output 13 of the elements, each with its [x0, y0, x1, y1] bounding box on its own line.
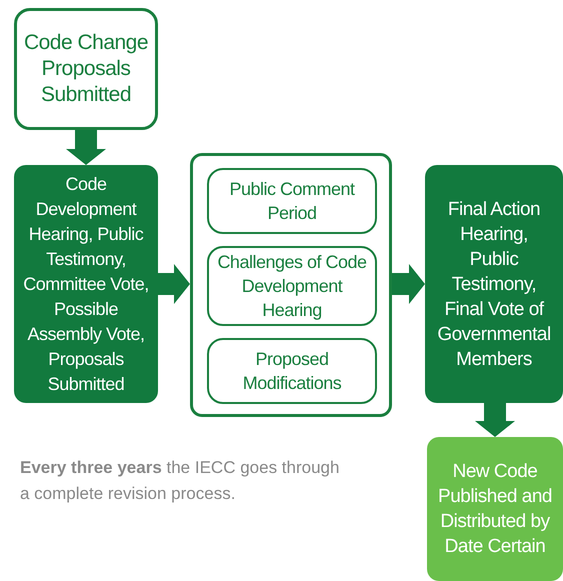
group-box	[190, 153, 392, 417]
process-box: Final Action Hearing, Public Testimony, Final Vote of Governmental Members	[425, 165, 563, 403]
process-box: New Code Published and Distributed by Date Certain	[427, 437, 563, 581]
process-box: Challenges of Code Development Hearing	[207, 246, 377, 326]
block-arrow	[158, 264, 190, 304]
note-text: Every three years the IECC goes through a complete revision process.	[20, 457, 340, 505]
block-arrow	[392, 264, 425, 304]
process-box: Code Change Proposals Submitted	[14, 8, 158, 130]
process-box: Proposed Modifications	[207, 338, 377, 404]
block-arrow	[475, 403, 515, 437]
block-arrow	[66, 130, 106, 165]
process-box: Public Comment Period	[207, 168, 377, 234]
process-box: Code Development Hearing, Public Testimony, Committee Vote, Possible Assembly Vote, Proposals Submitted	[14, 165, 158, 403]
